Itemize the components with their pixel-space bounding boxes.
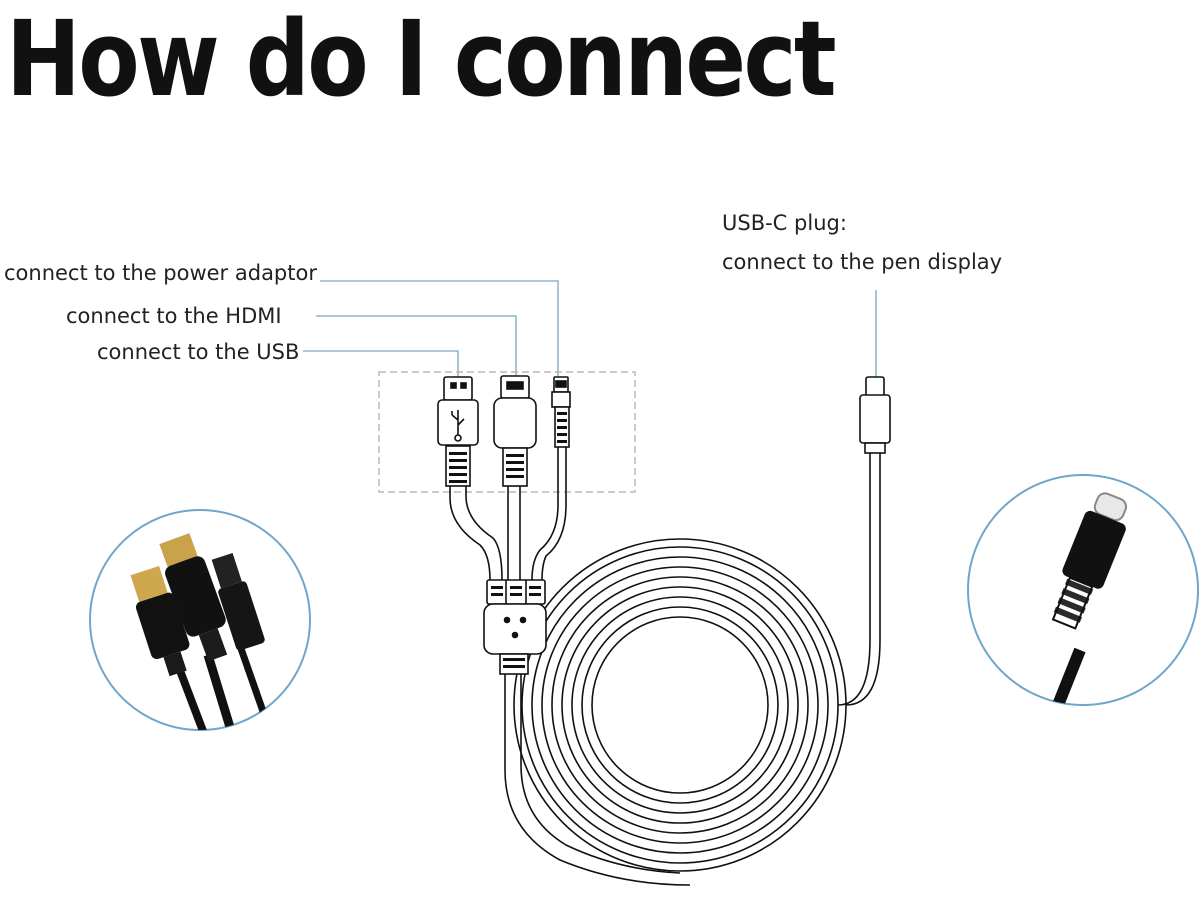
photo-circle-plugs — [89, 509, 311, 731]
hdmi-plug — [493, 375, 537, 487]
label-usbc-plug: USB-C plug: — [722, 211, 847, 235]
dc-power-plug — [551, 376, 571, 448]
cable-branches — [449, 447, 567, 581]
cable-usbc — [837, 452, 881, 706]
label-hdmi: connect to the HDMI — [66, 304, 282, 328]
usb-a-plug — [437, 376, 479, 487]
leader-lines — [303, 280, 877, 380]
usbc-plug — [859, 376, 891, 454]
leader-hdmi — [316, 315, 517, 376]
page-title: How do I connect — [6, 0, 837, 120]
cable-main — [504, 672, 691, 886]
cable-coil — [513, 538, 847, 872]
connector-group-box — [378, 371, 636, 493]
leader-usb — [303, 350, 459, 378]
label-power-adaptor: connect to the power adaptor — [4, 261, 317, 285]
leader-power — [320, 280, 559, 380]
photo-circle-usbc — [967, 474, 1199, 706]
cable-junction — [483, 579, 547, 675]
label-usbc-display: connect to the pen display — [722, 250, 1003, 274]
label-usb: connect to the USB — [97, 340, 300, 364]
